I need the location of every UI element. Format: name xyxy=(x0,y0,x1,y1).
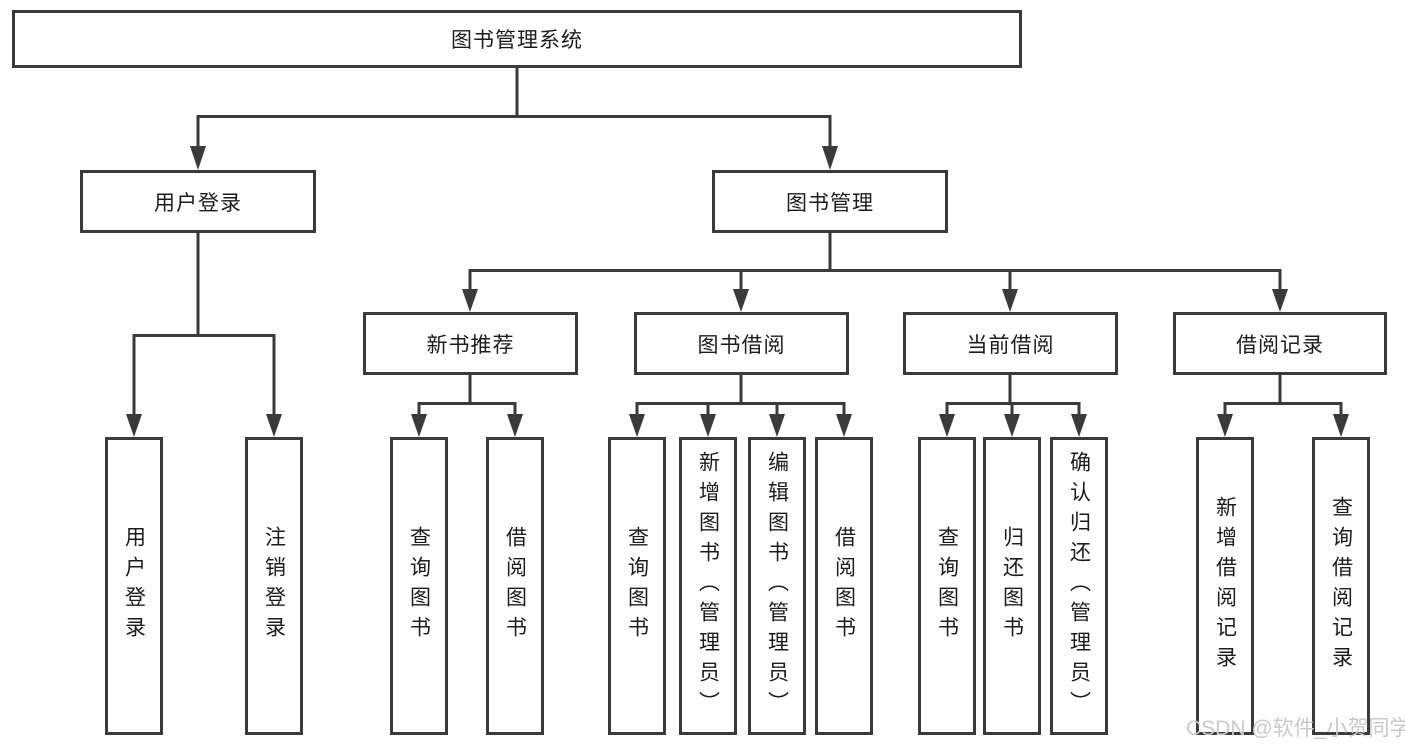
node-label: 借阅记录 xyxy=(1236,333,1324,357)
node-current-borrowing: 当前借阅 xyxy=(903,312,1118,375)
node-new-book-recommendation: 新书推荐 xyxy=(363,312,578,375)
leaf-borrow-books-1: 借阅图书 xyxy=(486,437,544,735)
leaf-user-login: 用户登录 xyxy=(105,437,163,735)
leaf-query-books-2: 查询图书 xyxy=(608,437,666,735)
leaf-return-books: 归还图书 xyxy=(983,437,1041,735)
connector-borrow-records-to-leaves xyxy=(1223,375,1343,416)
leaf-label: 归还图书 xyxy=(1000,526,1024,646)
leaf-label: 查询图书 xyxy=(407,526,431,646)
leaf-add-borrow-record: 新增借阅记录 xyxy=(1196,437,1254,735)
leaf-label: 注销登录 xyxy=(262,526,286,646)
leaf-label: 查询图书 xyxy=(935,526,959,646)
node-book-borrowing: 图书借阅 xyxy=(634,312,849,375)
connector-new-book-rec-to-leaves xyxy=(417,375,517,416)
connector-current-borrow-to-leaves xyxy=(945,375,1081,416)
leaf-edit-books-admin: 编辑图书（管理员） xyxy=(748,437,806,735)
node-label: 当前借阅 xyxy=(966,333,1055,357)
connector-user-login-to-leaves xyxy=(132,233,276,416)
leaf-logout: 注销登录 xyxy=(245,437,303,735)
leaf-query-borrow-record: 查询借阅记录 xyxy=(1312,437,1370,735)
leaf-label: 编辑图书（管理员） xyxy=(765,451,789,721)
connector-book-borrow-to-leaves xyxy=(635,375,846,416)
csdn-watermark: CSDN @软件_小贺同学 xyxy=(1186,717,1405,740)
leaf-label: 查询图书 xyxy=(625,526,649,646)
node-label: 图书管理 xyxy=(786,191,874,215)
node-user-login: 用户登录 xyxy=(80,170,316,233)
leaf-label: 借阅图书 xyxy=(832,526,856,646)
connector-root-to-level2 xyxy=(196,68,832,148)
leaf-add-books-admin: 新增图书（管理员） xyxy=(679,437,737,735)
leaf-label: 借阅图书 xyxy=(503,526,527,646)
leaf-label: 用户登录 xyxy=(122,526,146,646)
node-book-management: 图书管理 xyxy=(712,170,948,233)
leaf-query-books-1: 查询图书 xyxy=(390,437,448,735)
leaf-label: 查询借阅记录 xyxy=(1329,496,1353,676)
leaf-query-books-3: 查询图书 xyxy=(918,437,976,735)
connector-book-mgmt-to-level3 xyxy=(468,233,1282,291)
leaf-borrow-books-2: 借阅图书 xyxy=(815,437,873,735)
node-label: 新书推荐 xyxy=(426,333,515,357)
leaf-label: 新增借阅记录 xyxy=(1213,496,1237,676)
node-borrowing-records: 借阅记录 xyxy=(1173,312,1387,375)
leaf-label: 新增图书（管理员） xyxy=(696,451,720,721)
node-library-management-system: 图书管理系统 xyxy=(12,10,1022,68)
leaf-confirm-return-admin: 确认归还（管理员） xyxy=(1050,437,1108,735)
leaf-label: 确认归还（管理员） xyxy=(1067,451,1091,721)
node-label: 图书借阅 xyxy=(697,333,786,357)
node-label: 用户登录 xyxy=(154,191,242,215)
node-label: 图书管理系统 xyxy=(451,29,583,52)
